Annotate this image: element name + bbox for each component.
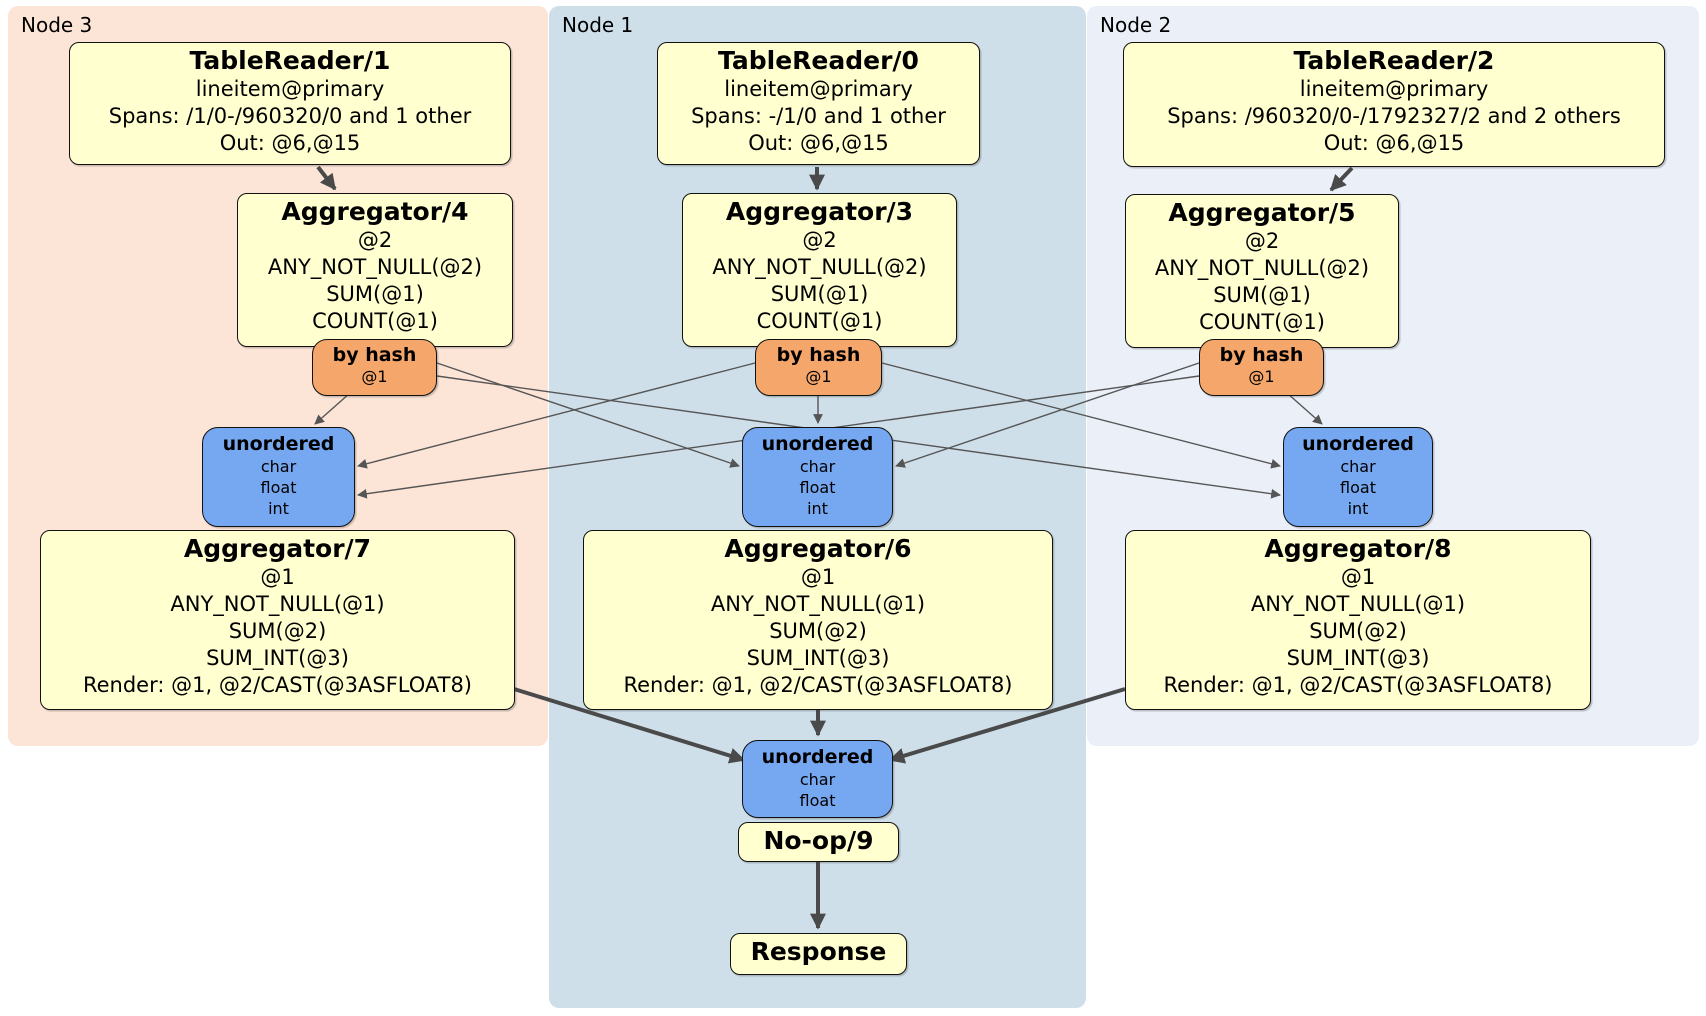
router-by-hash-node3: by hash @1 xyxy=(312,339,437,396)
node-title: Response xyxy=(750,937,887,966)
edge-router1-sync2 xyxy=(881,362,1281,469)
node-detail: Render: @1, @2/CAST(@3ASFLOAT8) xyxy=(1163,673,1553,697)
node-title: Aggregator/7 xyxy=(183,534,372,563)
node-detail: lineitem@primary xyxy=(1299,77,1489,101)
node-response: Response xyxy=(730,933,907,975)
sync-unordered-node2: unordered char float int xyxy=(1283,427,1433,527)
node-detail: Render: @1, @2/CAST(@3ASFLOAT8) xyxy=(623,673,1013,697)
node-detail: lineitem@primary xyxy=(724,77,913,101)
edge-agg8-syncout xyxy=(888,687,1126,764)
router-by-hash-node2: by hash @1 xyxy=(1199,339,1324,396)
node-detail: @2 xyxy=(802,228,837,252)
sync-detail: char xyxy=(1340,457,1376,476)
sync-title: unordered xyxy=(761,746,874,768)
node-detail: Render: @1, @2/CAST(@3ASFLOAT8) xyxy=(82,673,473,697)
sync-unordered-node1: unordered char float int xyxy=(742,427,893,527)
sync-detail: char xyxy=(260,457,297,476)
node-detail: Spans: /1/0-/960320/0 and 1 other xyxy=(108,104,472,128)
node-title: No-op/9 xyxy=(763,826,874,855)
sync-detail: float xyxy=(799,791,836,810)
node-title: Aggregator/8 xyxy=(1264,534,1452,563)
sync-detail: int xyxy=(268,499,289,518)
node-title: TableReader/2 xyxy=(1293,46,1495,75)
node-detail: @2 xyxy=(357,228,393,252)
node-detail: SUM(@2) xyxy=(769,619,867,643)
node-table-reader-1: TableReader/1 lineitem@primary Spans: /1… xyxy=(69,42,511,165)
node-table-reader-2: TableReader/2 lineitem@primary Spans: /9… xyxy=(1123,42,1665,167)
node-aggregator-5: Aggregator/5 @2 ANY_NOT_NULL(@2) SUM(@1)… xyxy=(1125,194,1399,348)
node-aggregator-6: Aggregator/6 @1 ANY_NOT_NULL(@1) SUM(@2)… xyxy=(583,530,1053,710)
node-title: Aggregator/3 xyxy=(725,197,914,226)
router-title: by hash xyxy=(776,344,861,366)
node-detail: Out: @6,@15 xyxy=(748,131,889,155)
router-by-hash-node1: by hash @1 xyxy=(755,339,882,396)
sync-title: unordered xyxy=(1302,433,1414,455)
region-node3-label: Node 3 xyxy=(21,13,93,37)
edge-tr1-agg4 xyxy=(316,165,337,191)
edge-router3-sync3 xyxy=(314,392,351,425)
node-detail: SUM_INT(@3) xyxy=(206,646,349,670)
router-title: by hash xyxy=(1219,344,1304,366)
node-detail: SUM_INT(@3) xyxy=(746,646,890,670)
sync-unordered-node3: unordered char float int xyxy=(202,427,355,527)
node-detail: COUNT(@1) xyxy=(1199,310,1325,334)
region-node2-label: Node 2 xyxy=(1100,13,1172,37)
node-detail: SUM(@2) xyxy=(1309,619,1407,643)
node-detail: Spans: -/1/0 and 1 other xyxy=(691,104,946,128)
node-title: Aggregator/5 xyxy=(1168,198,1356,227)
node-detail: COUNT(@1) xyxy=(756,309,883,333)
sync-detail: int xyxy=(807,499,828,518)
node-detail: ANY_NOT_NULL(@1) xyxy=(710,592,926,616)
router-detail: @1 xyxy=(1248,367,1275,386)
edge-router2-sync2 xyxy=(1286,392,1323,425)
edge-tr2-agg5 xyxy=(1329,166,1354,192)
node-detail: Spans: /960320/0-/1792327/2 and 2 others xyxy=(1167,104,1621,128)
node-detail: ANY_NOT_NULL(@2) xyxy=(267,255,483,279)
node-title: Aggregator/6 xyxy=(724,534,912,563)
node-aggregator-8: Aggregator/8 @1 ANY_NOT_NULL(@1) SUM(@2)… xyxy=(1125,530,1591,710)
node-detail: SUM(@1) xyxy=(326,282,424,306)
sync-detail: float xyxy=(1340,478,1376,497)
node-no-op-9: No-op/9 xyxy=(738,822,899,862)
router-detail: @1 xyxy=(361,367,388,386)
node-title: TableReader/0 xyxy=(718,46,919,75)
node-aggregator-7: Aggregator/7 @1 ANY_NOT_NULL(@1) SUM(@2)… xyxy=(40,530,515,710)
node-detail: SUM(@1) xyxy=(770,282,869,306)
node-aggregator-4: Aggregator/4 @2 ANY_NOT_NULL(@2) SUM(@1)… xyxy=(237,193,513,347)
node-detail: @1 xyxy=(1340,565,1376,589)
node-title: Aggregator/4 xyxy=(281,197,469,226)
node-detail: COUNT(@1) xyxy=(312,309,438,333)
node-detail: SUM_INT(@3) xyxy=(1286,646,1430,670)
node-table-reader-0: TableReader/0 lineitem@primary Spans: -/… xyxy=(657,42,980,165)
node-detail: @1 xyxy=(260,565,295,589)
sync-detail: float xyxy=(799,478,836,497)
node-detail: Out: @6,@15 xyxy=(219,131,361,155)
node-detail: SUM(@1) xyxy=(1213,283,1311,307)
node-detail: ANY_NOT_NULL(@1) xyxy=(170,592,385,616)
edge-router1-sync3 xyxy=(357,362,756,469)
sync-detail: float xyxy=(260,478,297,497)
node-detail: SUM(@2) xyxy=(228,619,327,643)
edge-router2-sync1 xyxy=(895,362,1200,468)
router-detail: @1 xyxy=(805,367,832,386)
region-node1-label: Node 1 xyxy=(562,13,634,37)
sync-detail: char xyxy=(799,457,836,476)
node-aggregator-3: Aggregator/3 @2 ANY_NOT_NULL(@2) SUM(@1)… xyxy=(682,193,957,347)
sync-unordered-final: unordered char float xyxy=(742,740,893,818)
node-detail: Out: @6,@15 xyxy=(1323,131,1465,155)
node-detail: @2 xyxy=(1244,229,1280,253)
edge-agg7-syncout xyxy=(513,687,746,764)
node-title: TableReader/1 xyxy=(189,46,391,75)
node-detail: ANY_NOT_NULL(@2) xyxy=(1154,256,1370,280)
router-title: by hash xyxy=(332,344,417,366)
node-detail: lineitem@primary xyxy=(195,77,385,101)
node-detail: ANY_NOT_NULL(@1) xyxy=(1250,592,1466,616)
node-detail: @1 xyxy=(800,565,836,589)
sync-title: unordered xyxy=(761,433,874,455)
sync-detail: char xyxy=(799,770,836,789)
sync-detail: int xyxy=(1347,499,1369,518)
node-detail: ANY_NOT_NULL(@2) xyxy=(712,255,927,279)
sync-title: unordered xyxy=(222,433,335,455)
